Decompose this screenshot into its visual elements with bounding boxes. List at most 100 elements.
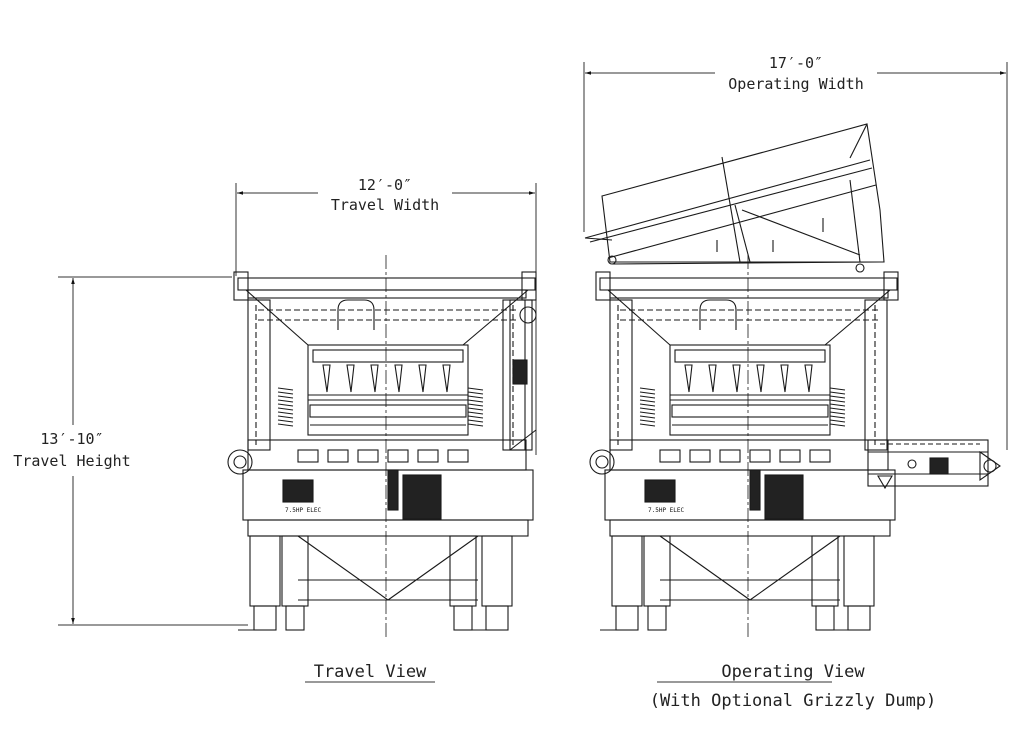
motor-housing [644, 479, 676, 503]
leg-foot [285, 605, 305, 631]
spring-coil [829, 403, 846, 407]
hopper-rim [237, 277, 536, 291]
screen-support [322, 364, 331, 393]
cross-brace [659, 535, 751, 601]
leg-foot [815, 605, 835, 631]
operating-view-caption: Operating View [721, 662, 865, 682]
bolt-block [417, 449, 439, 463]
spring-coil [277, 403, 294, 407]
head-pulley [519, 306, 537, 324]
travel-motor-label: 7.5HP ELEC [285, 507, 322, 514]
spring-coil [639, 395, 656, 399]
motor-mount [387, 469, 399, 511]
lower-frame [609, 439, 889, 471]
travel-view-machine [227, 255, 537, 640]
leg-foot [253, 605, 277, 631]
travel-view-caption: Travel View [314, 662, 427, 682]
travel-height-dimension [58, 276, 248, 626]
support-leg [843, 535, 875, 607]
spring-coil [467, 387, 484, 391]
bolt-block [719, 449, 741, 463]
spring-coil [277, 411, 294, 415]
spring-coil [639, 423, 656, 427]
screen-box [307, 344, 469, 436]
travel-width-label: Travel Width [331, 196, 439, 214]
screen-deck-top [674, 349, 826, 363]
spring-coil [277, 419, 294, 423]
motor-housing [282, 479, 314, 503]
screen-support [732, 364, 741, 393]
operating-width-value: 17′-0″ [769, 54, 823, 72]
tail-pulley-hub [233, 455, 247, 469]
screen-deck-top [312, 349, 464, 363]
feed-pipe [337, 299, 375, 330]
electric-motor [402, 474, 442, 520]
hopper-slope [607, 289, 671, 346]
leg-foot [847, 605, 871, 631]
travel-width-dimension [235, 183, 537, 455]
hopper-corner-post [521, 271, 537, 301]
spring-coil [829, 419, 846, 423]
cross-brace [387, 535, 479, 601]
spring-coil [639, 407, 656, 411]
bolt-block [327, 449, 349, 463]
screen-support [684, 364, 693, 393]
hopper-corner-post [233, 271, 249, 301]
tail-pulley-hub [595, 455, 609, 469]
support-leg [281, 535, 309, 607]
spring-coil [467, 395, 484, 399]
spring-coil [829, 423, 846, 427]
screen-support [394, 364, 403, 393]
bolt-block [447, 449, 469, 463]
hopper-band [609, 289, 889, 299]
spring-coil [829, 387, 846, 391]
hopper-corner-post [595, 271, 611, 301]
spring-coil [277, 399, 294, 403]
operating-motor-label: 7.5HP ELEC [648, 507, 685, 514]
spring-coil [277, 395, 294, 399]
spring-coil [467, 403, 484, 407]
spring-coil [277, 391, 294, 395]
hopper-slope [462, 289, 529, 346]
hopper-corner-post [883, 271, 899, 301]
support-leg [611, 535, 643, 607]
screen-support [780, 364, 789, 393]
spring-coil [829, 407, 846, 411]
side-frame [864, 299, 888, 451]
spring-coil [467, 407, 484, 411]
spring-coil [467, 415, 484, 419]
operating-width-dimension [583, 62, 1008, 450]
side-discharge-conveyor [867, 439, 1001, 490]
screen-lower-deck [671, 404, 829, 418]
spring-coil [639, 415, 656, 419]
spring-coil [639, 391, 656, 395]
hopper-slope [245, 289, 309, 346]
screen-support [418, 364, 427, 393]
screen-support [708, 364, 717, 393]
spring-coil [829, 391, 846, 395]
tail-pulley [227, 449, 253, 475]
spring-coil [639, 403, 656, 407]
spring-coil [277, 407, 294, 411]
hopper-slope [824, 289, 891, 346]
spring-coil [277, 415, 294, 419]
bolt-block [297, 449, 319, 463]
travel-height-value: 13′-10″ [40, 430, 103, 448]
bolt-block [809, 449, 831, 463]
spring-coil [829, 415, 846, 419]
side-frame [609, 299, 633, 451]
bolt-block [779, 449, 801, 463]
screen-box [669, 344, 831, 436]
cross-brace [297, 535, 389, 601]
travel-height-label: Travel Height [13, 452, 130, 470]
spring-coil [829, 411, 846, 415]
spring-coil [829, 395, 846, 399]
spring-coil [277, 423, 294, 427]
motor-mount [749, 469, 761, 511]
bolt-block [357, 449, 379, 463]
travel-width-value: 12′-0″ [358, 176, 412, 194]
screen-lower-deck [309, 404, 467, 418]
spring-coil [639, 419, 656, 423]
support-leg [481, 535, 513, 607]
